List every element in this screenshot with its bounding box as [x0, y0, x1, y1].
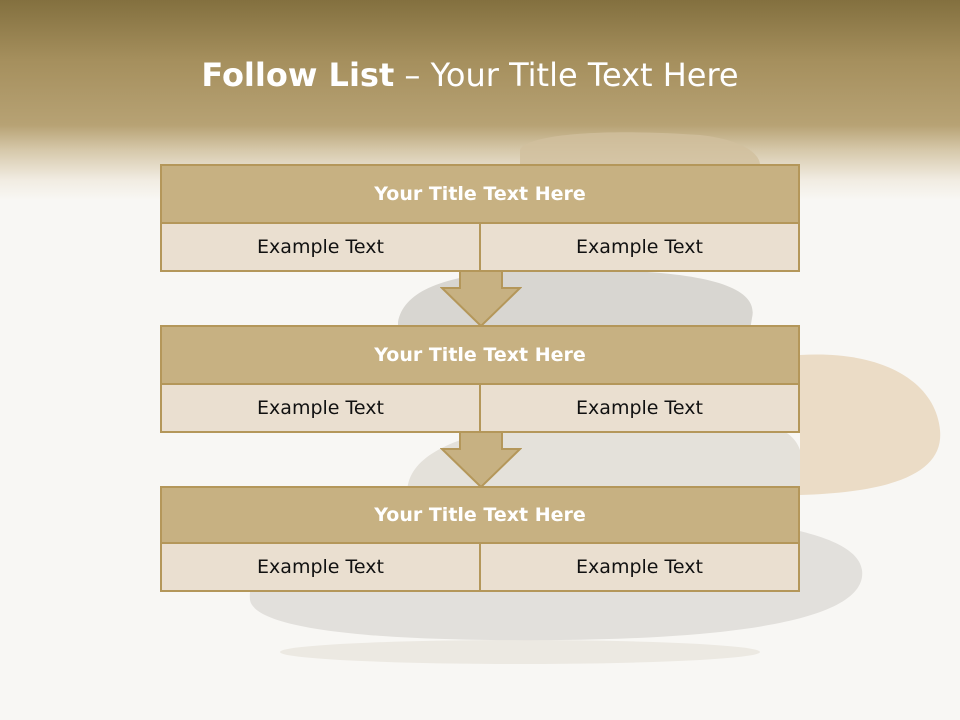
block-row: Example Text Example Text: [162, 385, 798, 431]
list-block-2: Your Title Text Here Example Text Exampl…: [160, 325, 800, 433]
list-block-3: Your Title Text Here Example Text Exampl…: [160, 486, 800, 592]
block-cell-right: Example Text: [479, 385, 798, 431]
block-row: Example Text Example Text: [162, 224, 798, 270]
block-title: Your Title Text Here: [162, 327, 798, 385]
block-title: Your Title Text Here: [162, 166, 798, 224]
down-arrow-icon: [440, 270, 522, 328]
block-cell-left: Example Text: [257, 236, 384, 258]
block-cell-left: Example Text: [257, 397, 384, 419]
title-rest: – Your Title Text Here: [404, 56, 739, 94]
slide-title: Follow List – Your Title Text Here: [0, 56, 940, 94]
block-cell-left: Example Text: [257, 556, 384, 578]
block-cell-right: Example Text: [479, 224, 798, 270]
block-cell-right: Example Text: [479, 544, 798, 590]
title-bold: Follow List: [201, 56, 395, 94]
block-row: Example Text Example Text: [162, 544, 798, 590]
block-title: Your Title Text Here: [162, 488, 798, 544]
down-arrow-icon: [440, 431, 522, 489]
list-block-1: Your Title Text Here Example Text Exampl…: [160, 164, 800, 272]
